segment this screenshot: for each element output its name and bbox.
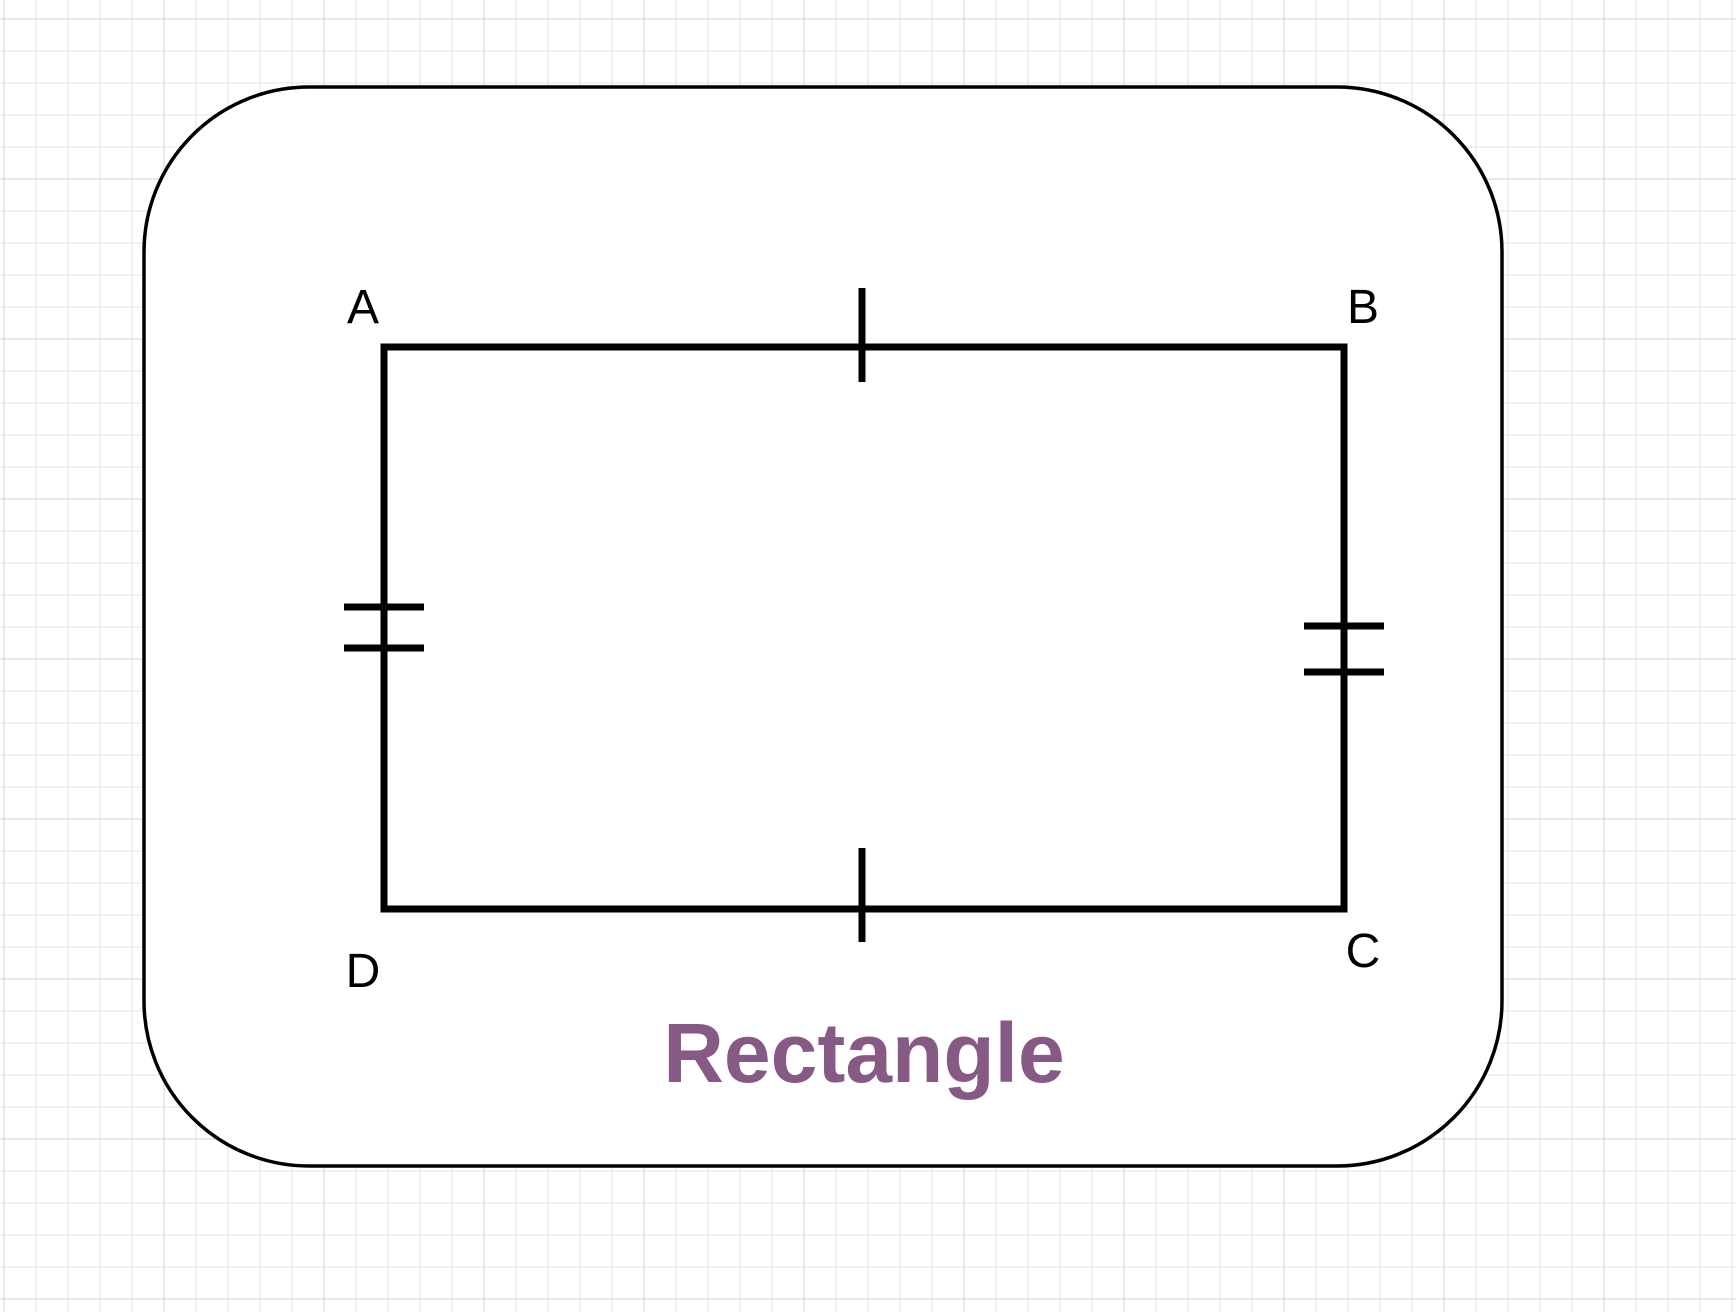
double-tick-left (344, 603, 424, 652)
vertex-label-a: A (347, 281, 379, 334)
card-frame (142, 85, 1504, 1168)
vertex-label-c: C (1346, 925, 1381, 978)
diagram-caption: Rectangle (663, 1006, 1064, 1100)
double-tick-right (1304, 622, 1384, 676)
vertex-label-b: B (1347, 281, 1379, 334)
vertex-label-d: D (346, 945, 381, 998)
